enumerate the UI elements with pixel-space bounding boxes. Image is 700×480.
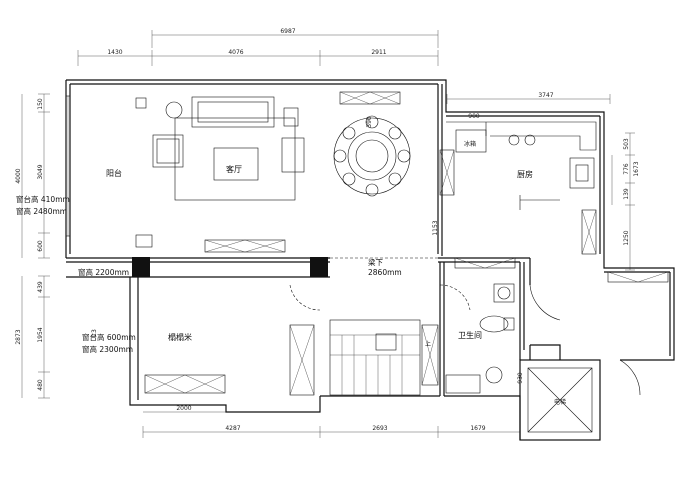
dim-bottom-part-1: 4287 [225, 425, 240, 432]
dim-left-lower-3: 480 [37, 379, 44, 391]
dim-left-upper-3: 600 [37, 240, 44, 252]
dim-right-part-2: 1673 [633, 161, 640, 176]
room-bathroom: 卫生间 [458, 330, 482, 340]
dim-right-part-4: 139 [623, 188, 630, 200]
room-balcony: 阳台 [106, 168, 122, 178]
note-window-2200: 窗高 2200mm [78, 267, 129, 277]
dim-top-part-2: 4076 [228, 49, 243, 56]
note-beam: 梁下 [368, 258, 383, 267]
note-beam-value: 2860mm [368, 268, 402, 277]
room-elevator: 电梯 [554, 398, 566, 406]
windows [65, 91, 669, 396]
dim-top-part-3: 2911 [371, 49, 386, 56]
dim-right-part-1: 503 [623, 138, 630, 150]
dim-right-part-3: 776 [623, 163, 630, 175]
stair-up-label: 上 [425, 340, 431, 348]
column-left [132, 257, 150, 277]
dim-corridor: 1153 [432, 220, 439, 235]
dim-left-lower-2: 1954 [37, 327, 44, 342]
dim-top-part-1: 1430 [107, 49, 122, 56]
dim-table-390: 390 [366, 116, 373, 128]
note-window-2300: 窗高 2300mm [82, 344, 133, 354]
note-window-2480: 窗高 2480mm [16, 206, 67, 216]
dim-left-lower-1: 439 [37, 281, 44, 293]
column-right [310, 257, 328, 277]
room-kitchen: 厨房 [517, 169, 533, 179]
dim-left-upper-total: 4000 [15, 168, 22, 183]
note-sill-410: 窗台高 410mm [16, 194, 70, 204]
dimension-lines [21, 30, 635, 438]
dim-right-part-5: 1250 [623, 230, 630, 245]
room-living: 客厅 [226, 164, 242, 174]
dim-right-top: 3747 [538, 92, 553, 99]
door-swings [289, 195, 641, 396]
dim-left-upper-2: 3049 [37, 164, 44, 179]
staircase [329, 319, 421, 396]
dim-top-total: 6987 [280, 28, 295, 35]
dim-left-upper-1: 150 [37, 98, 44, 110]
dim-bottom-part-3: 1679 [470, 425, 485, 432]
dim-left-lower-total: 2873 [15, 329, 22, 344]
fridge-label: 冰箱 [464, 140, 476, 148]
dim-elevation-13: 13 [91, 329, 98, 337]
room-tatami: 榻榻米 [168, 332, 192, 342]
dim-bottom-part-2: 2693 [372, 425, 387, 432]
furniture [135, 96, 597, 394]
dim-stair-width: 2000 [176, 405, 191, 412]
note-sill-600: 窗台高 600mm [82, 332, 136, 342]
